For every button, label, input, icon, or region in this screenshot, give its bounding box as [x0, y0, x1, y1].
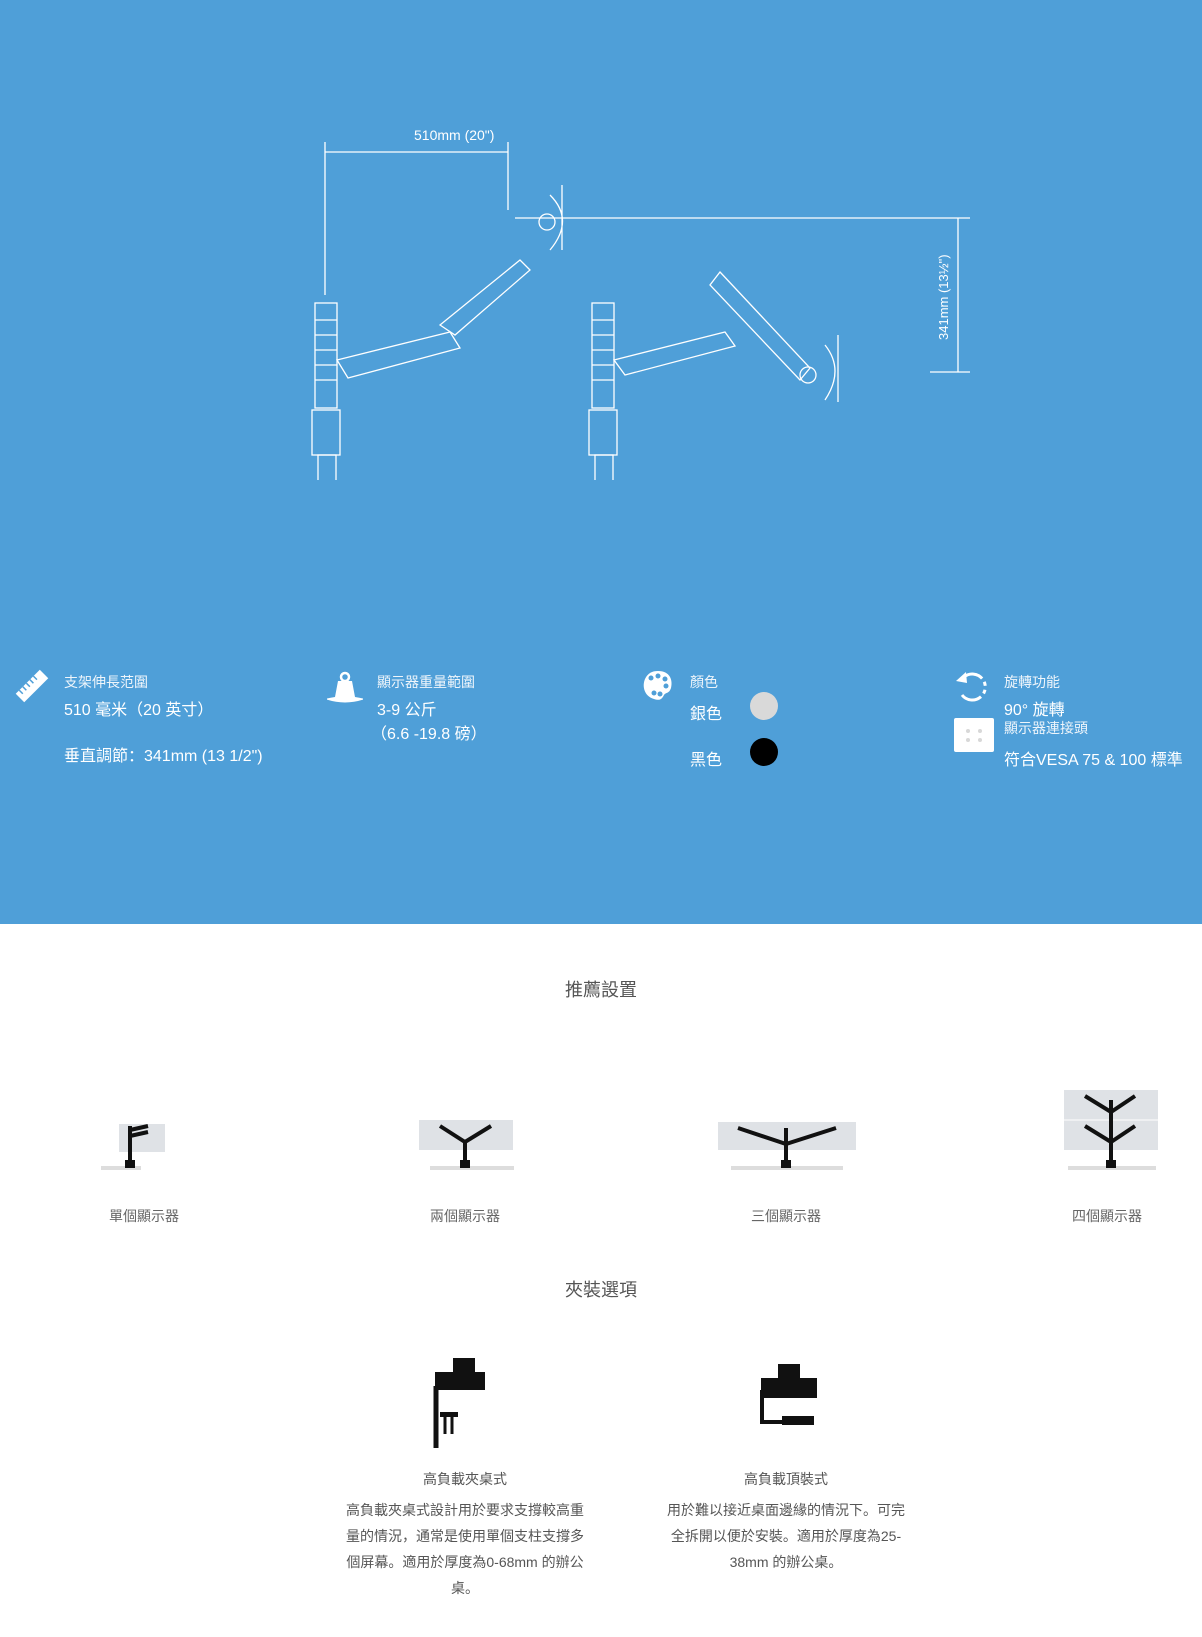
rotate-icon — [956, 672, 988, 703]
palette-icon — [643, 671, 672, 700]
dual-monitor-setup-icon — [419, 1120, 514, 1170]
reach-value: 510 毫米（20 英寸） — [64, 702, 214, 719]
clamp-title: 高負載夾桌式 — [423, 1471, 507, 1487]
hero-section: 510mm (20") 341mm (13½") 支架伸長范圍 510 毫米（2… — [0, 0, 1202, 924]
vesa-icon — [954, 718, 994, 752]
setup-dual-label: 兩個顯示器 — [430, 1208, 500, 1224]
ruler-icon — [15, 669, 49, 703]
clamp-option-heavy-duty-top-mount[interactable]: 高負載頂裝式 用於難以接近桌面邊緣的情況下。可完全拆開以便於安裝。適用於厚度為2… — [666, 1350, 906, 1575]
setup-dual[interactable]: 兩個顯示器 — [365, 1080, 565, 1224]
weight-value: 3-9 公斤 — [377, 702, 437, 719]
top-mount-title: 高負載頂裝式 — [744, 1471, 828, 1487]
rotation-value: 90° 旋轉 — [1004, 702, 1065, 719]
desk-clamp-icon — [433, 1358, 485, 1448]
top-mount-description: 用於難以接近桌面邊緣的情況下。可完全拆開以便於安裝。適用於厚度為25-38mm … — [667, 1502, 905, 1570]
weight-label: 顯示器重量範圍 — [377, 674, 475, 690]
width-dimension-label: 510mm (20") — [414, 127, 495, 143]
color-option-black-label: 黑色 — [690, 752, 723, 769]
color-swatch-black[interactable] — [750, 738, 778, 766]
triple-monitor-setup-icon — [718, 1122, 856, 1170]
clamp-options-heading: 夾裝選項 — [565, 1280, 637, 1300]
setup-single-label: 單個顯示器 — [109, 1208, 179, 1224]
rotation-label: 旋轉功能 — [1004, 674, 1060, 690]
height-dimension-label: 341mm (13½") — [936, 254, 951, 340]
setup-triple[interactable]: 三個顯示器 — [686, 1080, 886, 1224]
top-mount-icon — [760, 1364, 817, 1425]
color-option-silver-label: 銀色 — [690, 706, 723, 723]
color-swatch-silver[interactable] — [750, 692, 778, 720]
setup-quad-label: 四個顯示器 — [1072, 1208, 1142, 1224]
vertical-adjustment-value: 垂直調節：341mm (13 1/2") — [64, 748, 263, 765]
recommended-setups-heading: 推薦設置 — [565, 980, 637, 1000]
color-label: 顏色 — [690, 674, 718, 690]
single-monitor-setup-icon — [101, 1124, 165, 1170]
weight-icon — [327, 671, 363, 703]
setup-triple-label: 三個顯示器 — [751, 1208, 821, 1224]
setup-single[interactable]: 單個顯示器 — [44, 1080, 244, 1224]
reach-label: 支架伸長范圍 — [64, 674, 148, 690]
vesa-value: 符合VESA 75 & 100 標準 — [1004, 752, 1183, 769]
vesa-label: 顯示器連接頭 — [1004, 720, 1088, 736]
setup-quad[interactable]: 四個顯示器 — [1007, 1080, 1202, 1224]
clamp-description: 高負載夾桌式設計用於要求支撐較高重量的情況，通常是使用單個支柱支撐多個屏幕。適用… — [346, 1502, 584, 1596]
monitor-arm-diagram — [311, 142, 970, 480]
quad-monitor-setup-icon — [1064, 1090, 1158, 1170]
weight-value-lbs: （6.6 -19.8 磅） — [371, 726, 487, 743]
clamp-option-heavy-duty-clamp[interactable]: 高負載夾桌式 高負載夾桌式設計用於要求支撐較高重量的情況，通常是使用單個支柱支撐… — [345, 1350, 585, 1601]
